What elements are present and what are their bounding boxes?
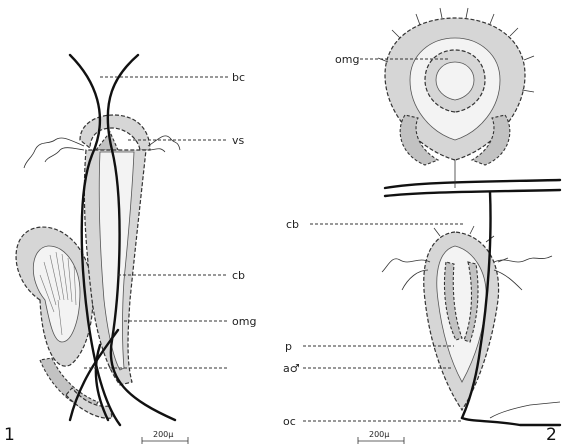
figure-2-drawing <box>378 8 560 425</box>
label-a-male: a♂ <box>283 362 300 375</box>
label-cb-right: cb <box>286 218 299 231</box>
label-omg-mid: omg <box>232 315 256 328</box>
lower-gland-body <box>424 226 508 410</box>
scale-bar-left: 200μ <box>142 430 188 444</box>
labels: omg bc vs cb cb omg p a♂ oc <box>232 53 359 428</box>
label-bc: bc <box>232 71 245 84</box>
scale-bar-right: 200μ <box>358 430 404 444</box>
scale-label-left: 200μ <box>153 430 173 439</box>
outer-male-gland-top <box>378 8 534 165</box>
vesicula-seminalis <box>80 115 150 150</box>
figure-number-2: 2 <box>546 425 557 444</box>
label-omg-top: omg <box>335 53 359 66</box>
figure-1-drawing <box>16 55 180 425</box>
label-oc: oc <box>283 415 296 428</box>
label-vs: vs <box>232 134 245 147</box>
connecting-duct <box>385 160 560 196</box>
label-p: p <box>285 340 292 353</box>
figure-number-1: 1 <box>4 425 15 444</box>
label-cb-left: cb <box>232 269 245 282</box>
scale-label-right: 200μ <box>369 430 389 439</box>
